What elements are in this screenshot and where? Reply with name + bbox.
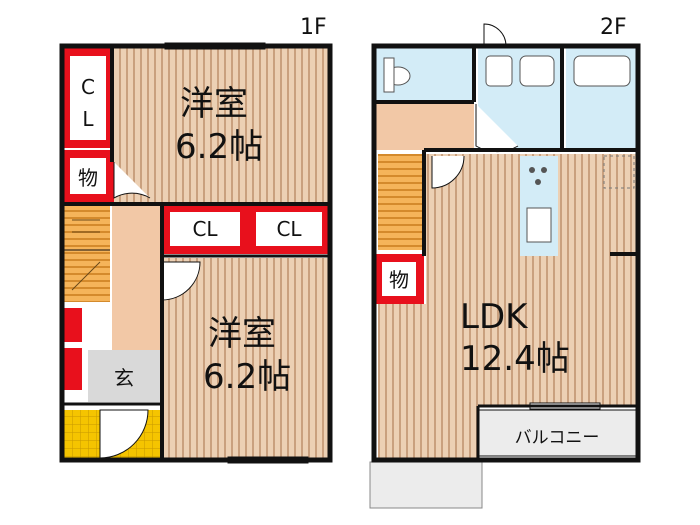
fridge-space	[603, 155, 635, 189]
entrance-floor	[88, 350, 160, 402]
hall-2f	[374, 102, 474, 150]
closet-cl-a	[162, 204, 248, 254]
shoe-closet-a	[64, 308, 82, 342]
balcony-label: バルコニー	[515, 428, 600, 448]
balcony-floor	[369, 461, 483, 509]
closet-cl-a-label: CL	[192, 217, 218, 241]
room-bottom-name: 洋室	[208, 314, 276, 354]
storage-2f	[374, 254, 424, 304]
hallway	[112, 204, 162, 350]
door-swing-top-room	[113, 162, 151, 199]
toilet-tank-icon	[383, 57, 395, 93]
balcony-label-box	[477, 409, 637, 457]
door-swing-toilet	[483, 23, 507, 47]
ldk-name: LDK	[460, 297, 529, 337]
washbasin-icon	[485, 55, 513, 87]
floor-label-2f: 2F	[600, 15, 627, 40]
room-top-name: 洋室	[180, 84, 248, 124]
storage-2f-label: 物	[389, 268, 409, 292]
floor-label-1f: 1F	[300, 15, 327, 40]
room-western-bottom	[162, 258, 330, 460]
room-top-size: 6.2帖	[175, 127, 263, 167]
ldk-size: 12.4帖	[460, 339, 570, 379]
closet-cl-b-label: CL	[276, 217, 302, 241]
door-swing-ldk	[431, 155, 465, 189]
first-floor: 1F C L 物 玄 CL CL	[59, 15, 333, 464]
second-floor: 2F 物 バルコニー	[369, 15, 641, 509]
door-swing-bottom-room	[161, 261, 201, 301]
stairs-1f	[64, 206, 110, 302]
room-western-top	[112, 46, 330, 204]
entrance-label: 玄	[114, 366, 134, 390]
ldk-room-left	[378, 304, 426, 460]
closet-cl-vertical-c: C	[81, 75, 95, 99]
washer-icon	[519, 55, 555, 87]
stairs-2f	[378, 154, 422, 250]
closet-cl-vertical-l: L	[82, 107, 94, 131]
storage-1f-label: 物	[78, 166, 98, 190]
shoe-closet-b	[64, 348, 82, 390]
stove-burner-icon	[529, 167, 535, 173]
storage-1f	[62, 150, 114, 202]
outer-wall-1f	[59, 43, 333, 463]
closet-cl-vertical	[62, 48, 114, 148]
stairs-arrow	[71, 219, 101, 291]
outer-wall-2f	[371, 43, 641, 463]
stove-burner-icon	[535, 179, 541, 185]
closet-cl-b	[248, 204, 330, 254]
stove-burner-icon	[541, 167, 547, 173]
kitchen-sink-icon	[526, 207, 552, 243]
ldk-room-bottom	[426, 406, 478, 460]
bathtub-icon	[573, 55, 631, 87]
room-bottom-size: 6.2帖	[203, 357, 291, 397]
